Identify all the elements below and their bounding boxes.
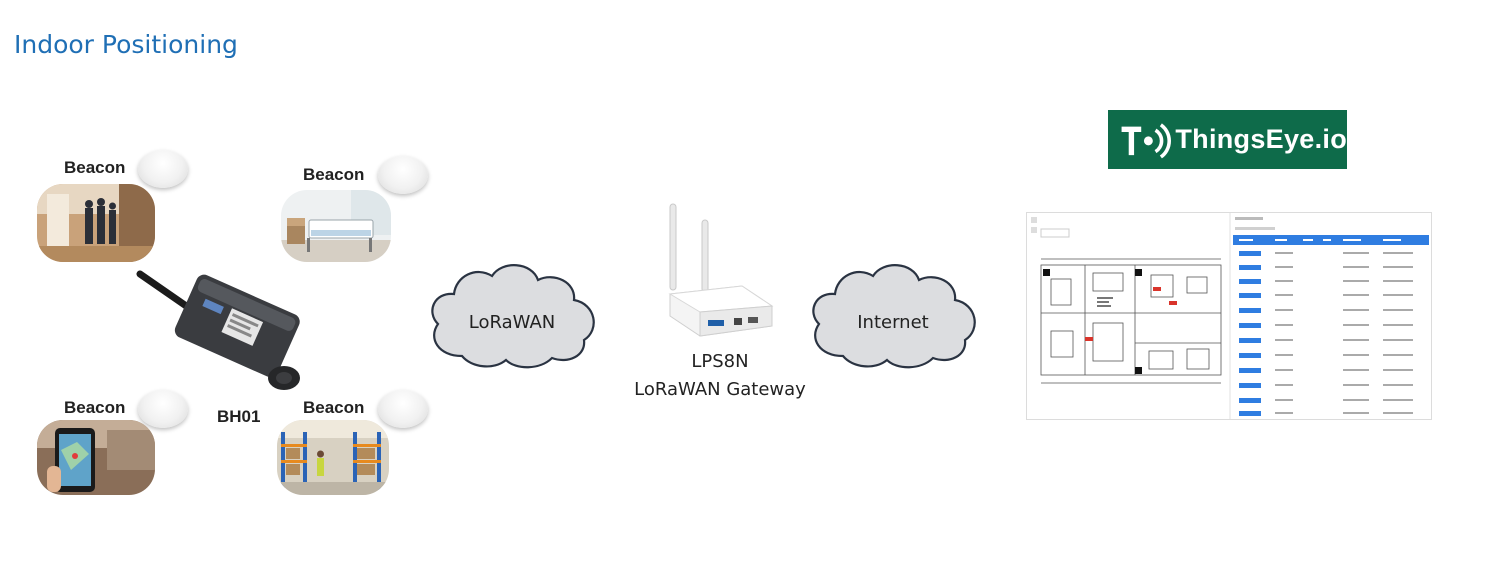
- lorawan-cloud: LoRaWAN: [431, 264, 595, 369]
- beacon-label-bottom-right: Beacon: [303, 398, 365, 417]
- hospital-room-photo: [281, 190, 391, 262]
- beacon-device-icon: [138, 390, 188, 428]
- lorawan-cloud-label: LoRaWAN: [469, 312, 555, 333]
- bh01-label: BH01: [217, 407, 261, 426]
- beacon-label-bottom-left: Beacon: [64, 398, 126, 417]
- thingseye-logo-icon: [1121, 122, 1171, 158]
- gateway-name: LoRaWAN Gateway: [634, 379, 806, 400]
- beacon-label-top-right: Beacon: [303, 165, 365, 184]
- beacon-device-icon: [378, 390, 428, 428]
- page-title: Indoor Positioning: [14, 30, 238, 59]
- gateway-model: LPS8N: [691, 351, 749, 372]
- phone-map-photo: [37, 420, 155, 495]
- internet-cloud: Internet: [812, 264, 976, 369]
- office-corridor-photo: [37, 184, 155, 262]
- internet-cloud-label: Internet: [857, 312, 928, 333]
- dashboard-screenshot: [1026, 212, 1432, 420]
- gateway-caption: LPS8N LoRaWAN Gateway: [620, 348, 820, 404]
- thingseye-logo-text: ThingsEye.io: [1175, 124, 1347, 154]
- beacon-device-icon: [138, 150, 188, 188]
- beacon-device-icon: [378, 156, 428, 194]
- lps8n-gateway-image: [664, 198, 776, 338]
- bh01-device-image: [132, 268, 307, 398]
- thingseye-logo: ThingsEye.io: [1108, 110, 1347, 169]
- beacon-label-top-left: Beacon: [64, 158, 126, 177]
- warehouse-photo: [277, 420, 389, 495]
